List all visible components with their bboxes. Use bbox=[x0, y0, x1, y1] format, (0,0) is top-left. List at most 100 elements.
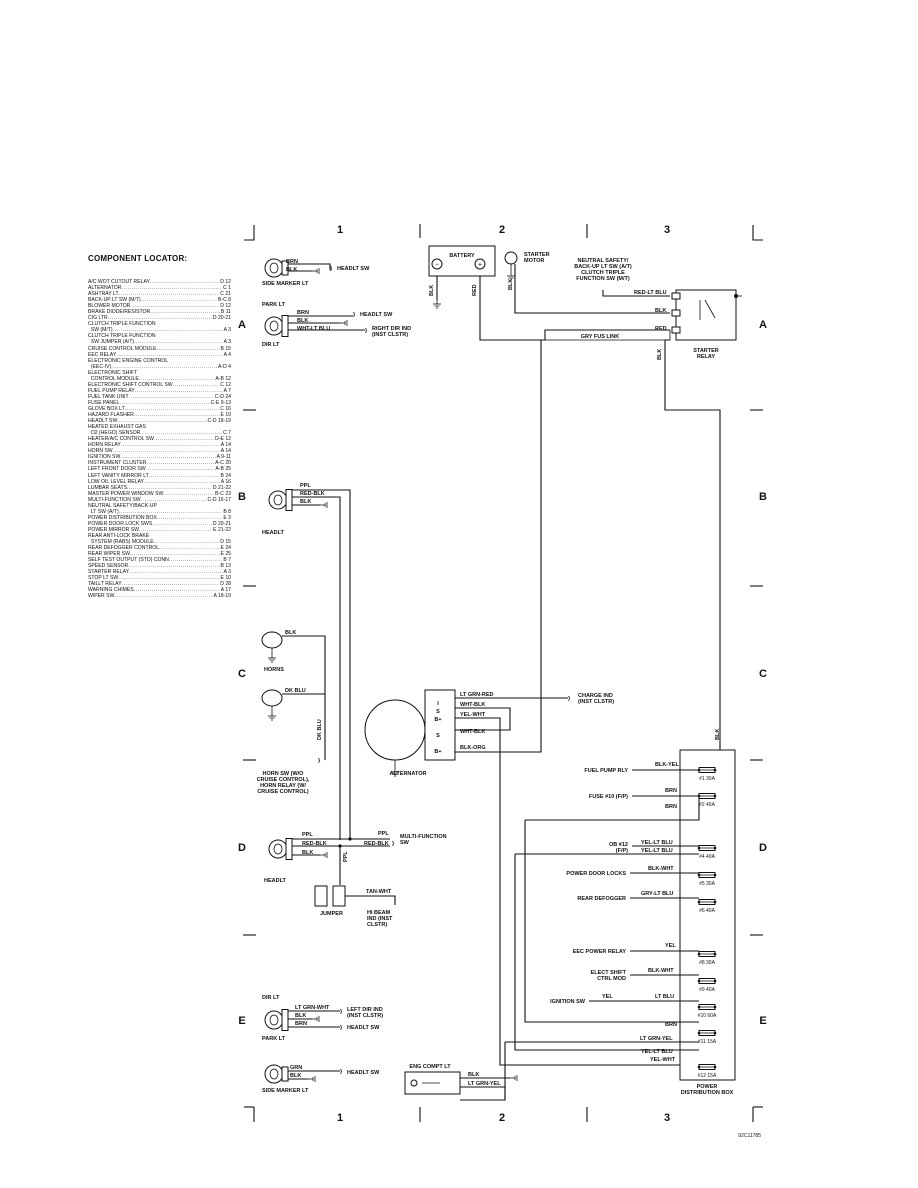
locator-component-name: HEATER/A/C CONTROL SW bbox=[88, 436, 154, 443]
locator-list: A/C WOT CUTOUT RELAYD 12ALTERNATORC 1ASH… bbox=[88, 279, 231, 599]
headlt-lamp-b bbox=[285, 489, 293, 511]
ob12-label: (F/P) bbox=[616, 848, 628, 854]
eng-compt-lt-label: ENG COMPT LT bbox=[409, 1064, 451, 1070]
terminal-label: B+ bbox=[434, 717, 441, 723]
row-label-right: B bbox=[759, 491, 767, 503]
power-distribution-box bbox=[679, 749, 736, 1081]
wire-label: PPL bbox=[378, 831, 389, 837]
wire-red-blk bbox=[292, 496, 341, 840]
headlt-label: HEADLT bbox=[262, 530, 285, 536]
locator-grid-ref: D 20-21 bbox=[212, 315, 231, 322]
fuse-icon bbox=[713, 1031, 717, 1035]
wire-label: BLK bbox=[286, 267, 297, 273]
wire-label: BLK-WHT bbox=[648, 866, 674, 872]
locator-row: WARNING CHIMESA 17 bbox=[88, 587, 231, 593]
locator-component-name: WARNING CHIMES bbox=[88, 587, 134, 594]
fuse10-label: FUSE #10 (F/P) bbox=[589, 794, 628, 800]
wire-label: YEL-WHT bbox=[460, 712, 486, 718]
locator-grid-ref: A 18-19 bbox=[213, 593, 231, 600]
wire-label: YEL-LT BLU bbox=[641, 840, 673, 846]
wire-label: BLK bbox=[657, 349, 663, 360]
column-label-top: 2 bbox=[499, 224, 505, 236]
wire-yel-wht bbox=[455, 717, 680, 1066]
wire-label: LT GRN-WHT bbox=[295, 1005, 330, 1011]
locator-component-name: SELF TEST OUTPUT (STO) CONN bbox=[88, 557, 169, 564]
continuation-icon: } bbox=[340, 1025, 343, 1031]
fuel-pump-rly-label: FUEL PUMP RLY bbox=[584, 768, 628, 774]
starter-relay-label: STARTER bbox=[693, 348, 719, 354]
locator-component-name: BLOWER MOTOR bbox=[88, 303, 131, 310]
wire-label: RED bbox=[472, 284, 478, 296]
locator-component-name: HEADLT SW bbox=[88, 418, 118, 425]
locator-component-name: HORN RELAY bbox=[88, 442, 121, 449]
fuse-icon bbox=[697, 1065, 701, 1069]
locator-component-name: LEFT FRONT DOOR SW bbox=[88, 466, 146, 473]
wire-blk-org bbox=[455, 340, 542, 753]
side-marker-lamp-e bbox=[264, 1064, 284, 1084]
wire-label: BLK bbox=[655, 308, 666, 314]
side-marker-lamp bbox=[281, 260, 289, 276]
pdb-label: DISTRIBUTION BOX bbox=[681, 1090, 734, 1096]
wire-brn bbox=[288, 263, 331, 270]
wire-label: LT BLU bbox=[655, 994, 674, 1000]
charge-ind-label: CHARGE IND bbox=[578, 693, 613, 699]
alternator-terminal-block bbox=[424, 689, 456, 761]
locator-grid-ref: E 3 bbox=[223, 514, 231, 521]
relay-pin bbox=[671, 326, 681, 334]
right-dir-ind-label: (INST CLSTR) bbox=[372, 332, 408, 338]
locator-component-name: POWER MIRROR SW bbox=[88, 526, 139, 533]
battery-terminal-neg bbox=[431, 258, 443, 270]
locator-component-name: ELECTRONIC SHIFT CONTROL SW bbox=[88, 381, 173, 388]
component-locator: COMPONENT LOCATOR: A/C WOT CUTOUT RELAYD… bbox=[88, 254, 231, 599]
wire-label: RED bbox=[655, 326, 667, 332]
locator-grid-ref: C 12 bbox=[220, 381, 231, 388]
locator-grid-ref: D 28 bbox=[220, 581, 231, 588]
wire-label: BLK bbox=[715, 729, 721, 740]
column-label-top: 3 bbox=[664, 224, 670, 236]
alternator-label: ALTERNATOR bbox=[390, 771, 427, 777]
horn-sw-label: HORN SW (W/O bbox=[263, 771, 305, 777]
locator-row: SW (M/T)A 3 bbox=[88, 327, 231, 333]
locator-grid-ref: A-B 25 bbox=[215, 466, 231, 473]
wire-label: PPL bbox=[302, 832, 313, 838]
wire-blk bbox=[282, 635, 326, 760]
fuse-icon bbox=[697, 846, 701, 850]
locator-grid-ref: C-D 18-19 bbox=[207, 418, 232, 425]
neutral-safety-label: NEUTRAL SAFETY/ bbox=[578, 258, 629, 264]
locator-row: HORN RELAYA 14 bbox=[88, 442, 231, 448]
side-marker-lamp bbox=[264, 258, 284, 278]
fuse-label: #1 30A bbox=[699, 776, 716, 782]
fuse-icon bbox=[713, 846, 717, 850]
fuse-label: #2 40A bbox=[699, 802, 716, 808]
locator-grid-ref: E 21-22 bbox=[213, 526, 231, 533]
eec-power-relay-label: EEC POWER RELAY bbox=[573, 949, 627, 955]
locator-row: REAR WIPER SWE 25 bbox=[88, 551, 231, 557]
side-marker-lamp-e bbox=[269, 1068, 279, 1080]
locator-row: REAR ANTI-LOCK BRAKE bbox=[88, 533, 231, 539]
fuse-icon bbox=[713, 794, 717, 798]
wire-red bbox=[514, 264, 670, 314]
row-label-left: B bbox=[238, 491, 246, 503]
wire-lt-grn-yel bbox=[460, 1042, 506, 1101]
figure-id: 92C11785 bbox=[738, 1133, 761, 1139]
locator-grid-ref: A 14 bbox=[220, 448, 231, 455]
wire-label: BRN bbox=[297, 310, 309, 316]
locator-grid-ref: A 16 bbox=[220, 478, 231, 485]
relay-pin bbox=[671, 292, 681, 300]
right-dir-ind-label: RIGHT DIR IND bbox=[372, 326, 411, 332]
locator-grid-ref: C-D 16-17 bbox=[207, 496, 232, 503]
headlt-sw-label: HEADLT SW bbox=[347, 1070, 380, 1076]
wire-label: BRN bbox=[665, 804, 677, 810]
fuse-label: #4 40A bbox=[699, 854, 716, 860]
horns-label: HORNS bbox=[264, 667, 284, 673]
locator-grid-ref: C-E 9-13 bbox=[210, 399, 231, 406]
fuse-icon bbox=[697, 1005, 701, 1009]
locator-row: MULTI-FUNCTION SWC-D 16-17 bbox=[88, 497, 231, 503]
locator-component-name: CONTROL MODULE bbox=[88, 375, 139, 382]
locator-row: WIPER SWA 18-19 bbox=[88, 593, 231, 599]
jumper-label: JUMPER bbox=[320, 911, 343, 917]
jumper bbox=[332, 885, 346, 907]
locator-component-name: FUEL TANK UNIT bbox=[88, 393, 129, 400]
wire-label: YEL-LT BLU bbox=[641, 1049, 673, 1055]
